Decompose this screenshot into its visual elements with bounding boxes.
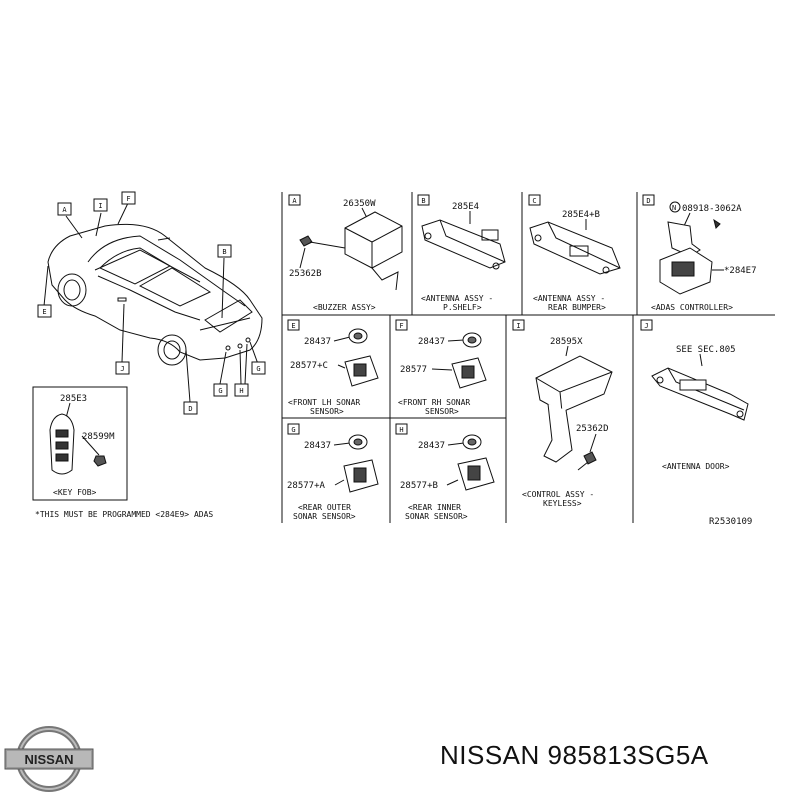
panel-c-caption-2: REAR BUMPER> (548, 303, 606, 312)
panel-h-sonar: 28437 28577+B <REAR INNER SONAR SENSOR> (400, 434, 495, 521)
panel-h-caption-1: <REAR INNER (408, 503, 461, 512)
keyfob-part-1: 285E3 (60, 394, 87, 404)
keyfob-part-2: 28599M (82, 432, 115, 442)
callout-box (183, 401, 198, 415)
panel-f-sonar: 28437 28577 <FRONT RH SONAR SENSOR> (398, 332, 487, 416)
panel-letter-g: G (291, 426, 295, 434)
callout-d: D (188, 405, 192, 413)
panel-c-antenna: 285E4+B <ANTENNA ASSY - REAR BUMPER> (529, 210, 621, 312)
panel-d-adas: N 08918-3062A *284E7 <ADAS CONTROLLER> (651, 201, 757, 312)
part-25362d: 25362D (576, 424, 609, 434)
part-28577: 28577 (400, 365, 427, 375)
panel-e-sonar: 28437 28577+C <FRONT LH SONAR SENSOR> (288, 328, 379, 416)
part-285e4b: 285E4+B (562, 210, 600, 220)
callout-h: H (239, 387, 243, 395)
callout-a: A (62, 206, 67, 214)
callout-box (213, 383, 228, 397)
keyfob-panel: 285E3 28599M <KEY FOB> (32, 386, 128, 501)
panel-letter-j: J (644, 322, 648, 330)
callout-i: I (98, 202, 102, 210)
panel-letter-f: F (399, 322, 403, 330)
svg-text:N: N (672, 204, 676, 212)
part-28437-g: 28437 (304, 441, 331, 451)
panel-b-caption-1: <ANTENNA ASSY - (421, 294, 493, 303)
part-see-sec-805: SEE SEC.805 (676, 345, 736, 355)
part-08918-3062a: 08918-3062A (682, 204, 742, 214)
part-28595x: 28595X (550, 337, 583, 347)
panel-g-caption-1: <REAR OUTER (298, 503, 351, 512)
nissan-logo: NISSAN (4, 726, 94, 792)
overview-callouts (37, 191, 266, 415)
panel-d-caption: <ADAS CONTROLLER> (651, 303, 733, 312)
callout-e: E (42, 308, 46, 316)
callout-b: B (222, 248, 226, 256)
callout-box (234, 383, 249, 397)
panel-i-control: 28595X 25362D <CONTROL ASSY - KEYLESS> (522, 337, 613, 508)
panel-h-caption-2: SONAR SENSOR> (405, 512, 468, 521)
panel-b-caption-2: P.SHELF> (443, 303, 482, 312)
footnote: *THIS MUST BE PROGRAMMED <284E9> ADAS (35, 510, 213, 519)
callout-g: G (218, 387, 222, 395)
panel-letter-a: A (292, 197, 297, 205)
panel-letter-d: D (646, 197, 650, 205)
part-28437-h: 28437 (418, 441, 445, 451)
panel-j-antenna-door: SEE SEC.805 <ANTENNA DOOR> (651, 345, 749, 471)
panel-c-caption-1: <ANTENNA ASSY - (533, 294, 605, 303)
callout-box (217, 244, 232, 258)
part-28577a: 28577+A (287, 481, 326, 491)
car-overview (43, 200, 263, 403)
panel-j-caption: <ANTENNA DOOR> (662, 462, 730, 471)
panel-a-buzzer: 26350W 25362B <BUZZER ASSY> (289, 199, 403, 312)
panel-letter-c: C (532, 197, 536, 205)
part-285e4: 285E4 (452, 202, 479, 212)
panel-letter-e: E (291, 322, 295, 330)
panel-letter-i: I (516, 322, 520, 330)
panel-i-caption-1: <CONTROL ASSY - (522, 490, 594, 499)
callout-box (37, 304, 52, 318)
callout-g-2: G (256, 365, 260, 373)
panel-i-caption-2: KEYLESS> (543, 499, 582, 508)
part-28437-f: 28437 (418, 337, 445, 347)
part-26350w: 26350W (343, 199, 376, 209)
logo-text: NISSAN (24, 752, 73, 767)
callout-box (57, 202, 72, 216)
part-284e7: *284E7 (724, 266, 757, 276)
callout-box (115, 361, 130, 375)
callout-box (121, 191, 136, 205)
grid-frame (281, 192, 775, 523)
panel-letter-b: B (421, 197, 425, 205)
panel-e-caption-2: SENSOR> (310, 407, 344, 416)
panel-letter-h: H (399, 426, 403, 434)
callout-box (93, 198, 108, 212)
part-25362b: 25362B (289, 269, 322, 279)
part-28437: 28437 (304, 337, 331, 347)
callout-j: J (120, 365, 124, 373)
brand-part-number: NISSAN 985813SG5A (440, 740, 709, 770)
panel-g-sonar: 28437 28577+A <REAR OUTER SONAR SENSOR> (287, 434, 379, 521)
panel-b-antenna: 285E4 <ANTENNA ASSY - P.SHELF> (421, 202, 506, 312)
panel-a-caption: <BUZZER ASSY> (313, 303, 376, 312)
panel-f-caption-2: SENSOR> (425, 407, 459, 416)
part-28577c: 28577+C (290, 361, 328, 371)
panel-g-caption-2: SONAR SENSOR> (293, 512, 356, 521)
keyfob-caption: <KEY FOB> (53, 488, 97, 497)
diagram-id: R2530109 (709, 517, 752, 527)
callout-f: F (126, 195, 130, 203)
panel-f-caption-1: <FRONT RH SONAR (398, 398, 470, 407)
part-28577b: 28577+B (400, 481, 438, 491)
panel-e-caption-1: <FRONT LH SONAR (288, 398, 360, 407)
callout-box (251, 361, 266, 375)
